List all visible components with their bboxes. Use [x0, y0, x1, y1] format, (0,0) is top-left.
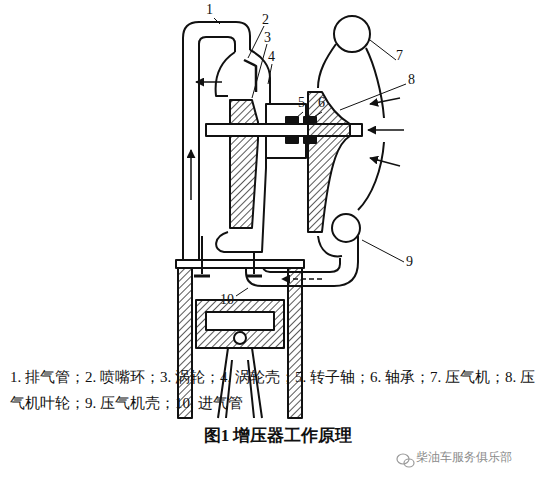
figure-caption: 图1 增压器工作原理: [204, 424, 353, 447]
leader-line: [362, 240, 404, 262]
intake-valve: [253, 252, 255, 274]
leader-line: [214, 18, 220, 24]
compressor-volute: [332, 214, 360, 242]
leader-line: [296, 112, 303, 118]
callout-number: 9: [406, 254, 413, 270]
leader-line: [268, 64, 272, 84]
piston: [196, 300, 284, 348]
cylinder-wall: [288, 268, 302, 418]
callout-number: 1: [206, 2, 213, 18]
leader-line: [236, 288, 248, 296]
leader-line: [248, 26, 264, 58]
leader-line: [370, 40, 396, 60]
bearing: [286, 136, 298, 143]
compressor-volute: [334, 16, 370, 52]
compressor-housing: [318, 44, 384, 256]
exhaust-valve: [194, 275, 210, 278]
flow-arrow: [370, 158, 400, 166]
callout-number: 10: [220, 292, 234, 308]
intake-valve: [246, 275, 262, 278]
callout-number: 3: [264, 30, 271, 46]
callout-number: 2: [262, 12, 269, 28]
callout-number: 7: [396, 48, 403, 64]
callout-number: 8: [408, 72, 415, 88]
callout-number: 5: [298, 95, 305, 111]
callout-number: 4: [268, 49, 275, 65]
watermark-icon: [397, 454, 414, 467]
turbine-wheel: [230, 100, 258, 228]
parts-list: 1. 排气管；2. 喷嘴环；3. 涡轮；4. 涡轮壳；5. 转子轴；6. 轴承；…: [10, 364, 542, 416]
leader-line: [312, 112, 322, 118]
flow-arrow: [370, 98, 400, 104]
nozzle-ring: [244, 60, 256, 92]
leader-line: [252, 44, 267, 98]
cylinder-head: [176, 260, 304, 268]
watermark: 柴油车服务俱乐部: [416, 451, 512, 465]
flow-arrow: [368, 129, 404, 131]
piston-crown: [206, 312, 274, 330]
turbine-housing: [216, 50, 270, 252]
callout-number: 6: [318, 95, 325, 111]
exhaust-valve: [201, 236, 203, 274]
compressor-wheel: [308, 92, 350, 232]
piston-pin: [234, 332, 246, 344]
leader-line: [340, 84, 406, 110]
flow-arrow: [196, 81, 222, 83]
flow-arrow: [190, 150, 192, 200]
